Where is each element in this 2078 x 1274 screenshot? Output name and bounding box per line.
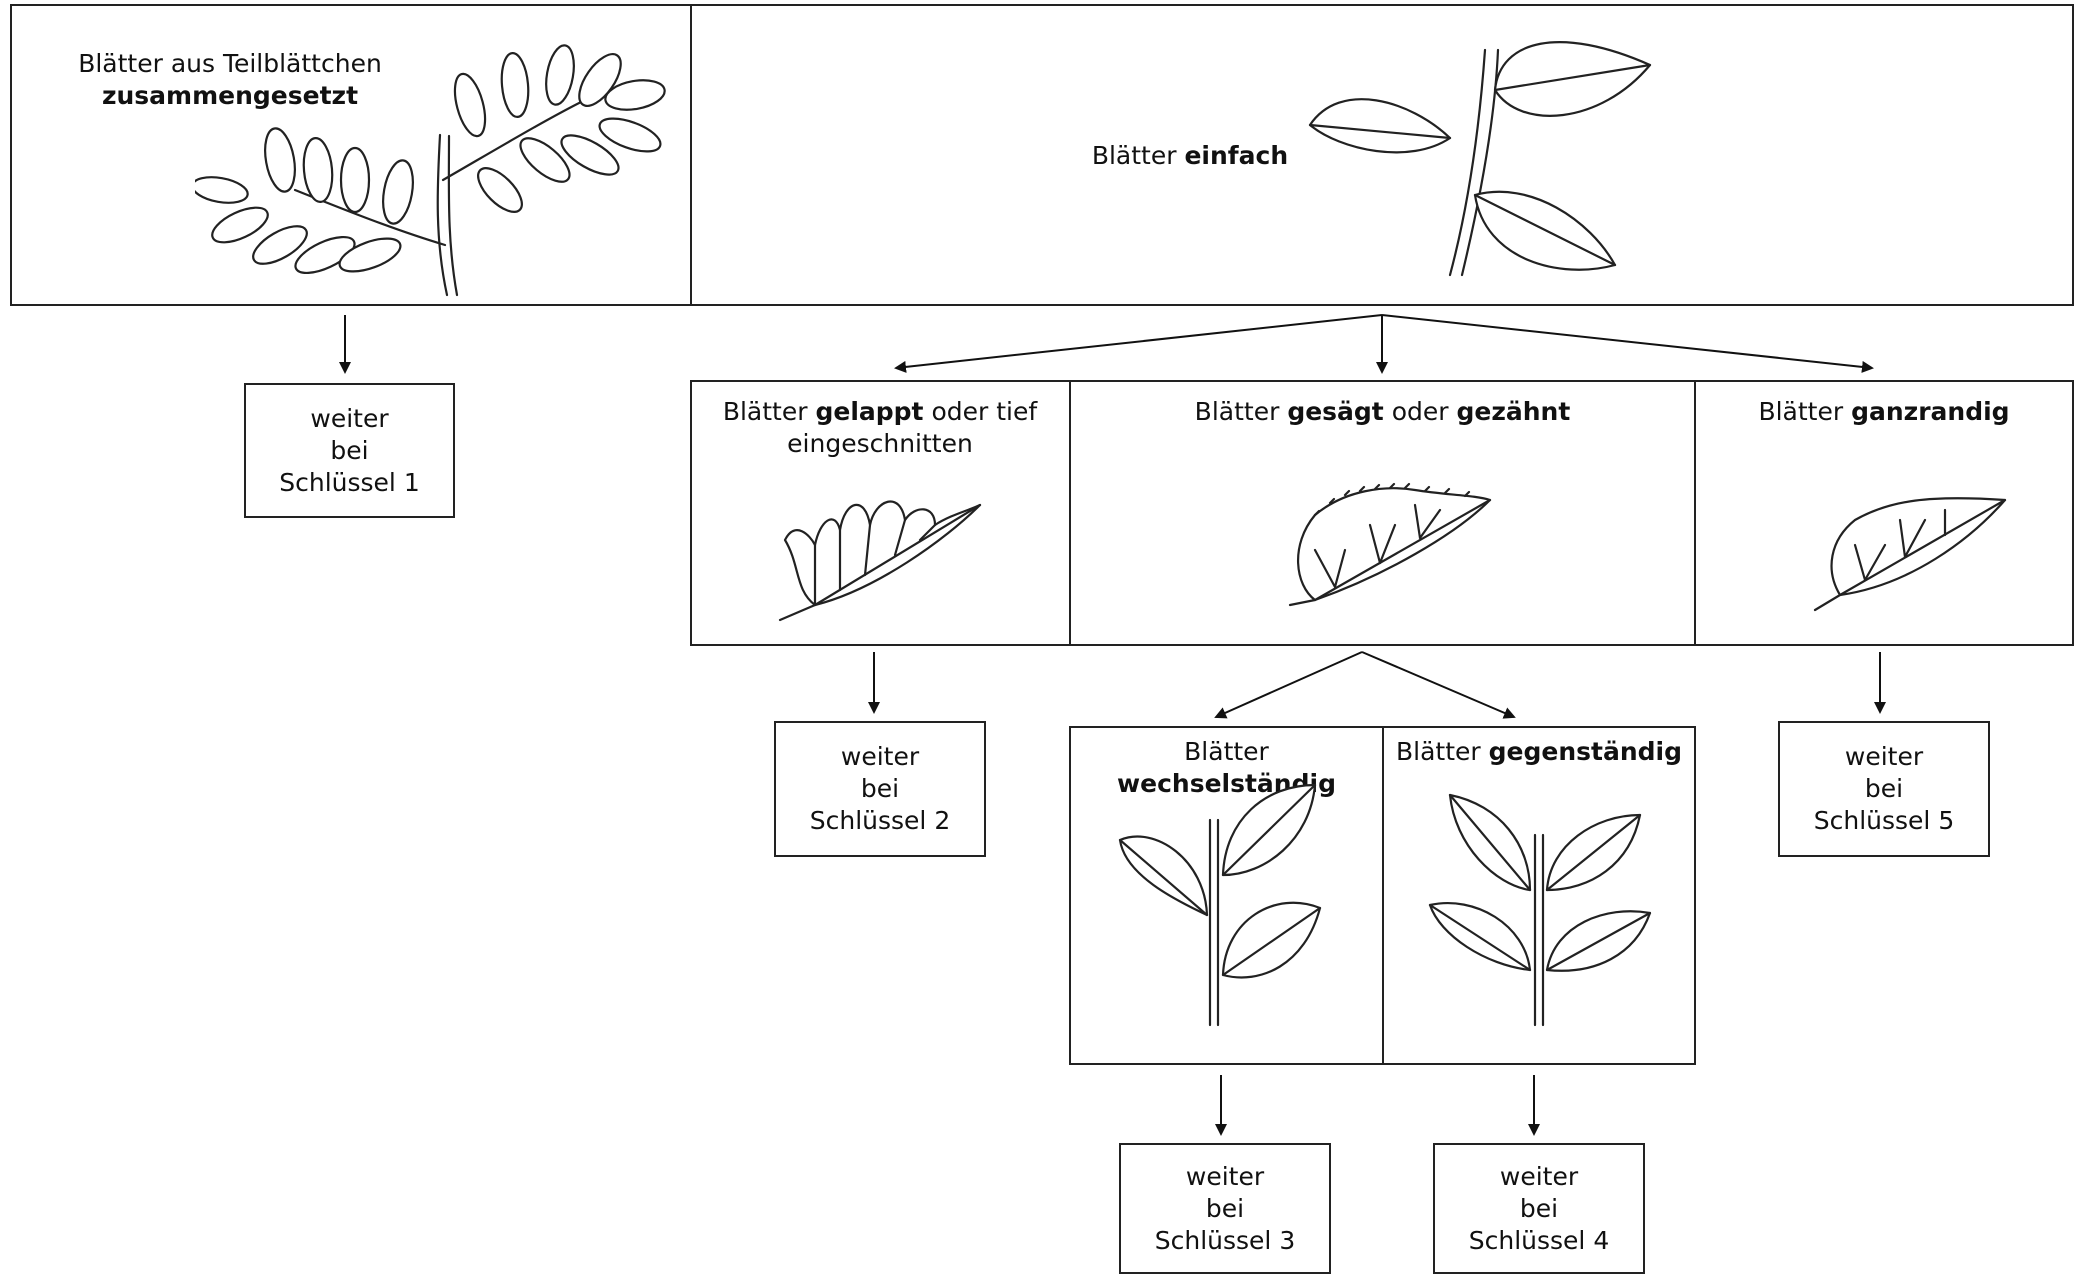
alternate-leaf-illustration <box>1115 780 1335 1030</box>
serrate-leaf-illustration <box>1285 475 1505 615</box>
key-box-2[interactable]: weiter bei Schlüssel 2 <box>774 721 986 857</box>
key-box-4[interactable]: weiter bei Schlüssel 4 <box>1433 1143 1645 1274</box>
arrow-serrate-to-alternate <box>1216 652 1362 717</box>
lobed-leaves-label: Blätter gelappt oder tief eingeschnitten <box>700 396 1060 460</box>
simple-leaf-illustration <box>1300 30 1660 280</box>
arrow-simple-to-lobed <box>896 315 1382 368</box>
compound-leaf-illustration <box>195 40 675 305</box>
key-box-1[interactable]: weiter bei Schlüssel 1 <box>244 383 455 518</box>
opposite-leaves-label: Blätter gegenständig <box>1387 736 1691 768</box>
entire-leaves-label: Blätter ganzrandig <box>1704 396 2064 428</box>
lobed-leaf-illustration <box>775 480 995 630</box>
opposite-leaf-illustration <box>1425 785 1655 1030</box>
arrow-serrate-to-opposite <box>1362 652 1514 717</box>
key-box-3[interactable]: weiter bei Schlüssel 3 <box>1119 1143 1331 1274</box>
entire-leaf-illustration <box>1810 490 2010 620</box>
simple-leaves-label: Blätter einfach <box>1060 140 1320 172</box>
arrow-simple-to-entire <box>1382 315 1872 368</box>
serrate-leaves-label: Blätter gesägt oder gezähnt <box>1079 396 1686 428</box>
key-box-5[interactable]: weiter bei Schlüssel 5 <box>1778 721 1990 857</box>
